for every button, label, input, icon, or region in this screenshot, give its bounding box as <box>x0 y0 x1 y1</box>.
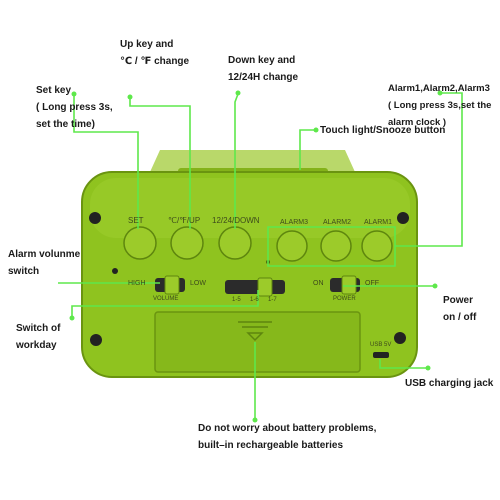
label-touch: Touch light/Snooze button <box>320 125 446 136</box>
alarm3-button[interactable] <box>276 230 308 262</box>
temp-up-button[interactable] <box>170 226 204 260</box>
callout-up <box>129 98 191 229</box>
label-down-key: Down key and 12/24H change <box>228 55 299 83</box>
callout-dots <box>69 90 443 423</box>
device-body-highlight <box>90 178 410 238</box>
alarm2-button[interactable] <box>320 230 352 262</box>
device-label-workday-2: 1-6 <box>250 297 259 303</box>
workday-switch-track <box>225 280 285 294</box>
device-label-temp-up: ℃/℉/UP <box>168 216 201 225</box>
device-label-workday-3: 1-7 <box>268 297 277 303</box>
battery-cover <box>154 311 361 373</box>
screw-bottom-right <box>394 332 406 344</box>
label-alarm: Alarm1,Alarm2,Alarm3 ( Long press 3s,set… <box>388 83 492 128</box>
screw-top-left <box>89 212 101 224</box>
device-label-low: LOW <box>190 280 206 287</box>
buttons <box>123 226 393 262</box>
set-button[interactable] <box>123 226 157 260</box>
device-label-on: ON <box>313 280 324 287</box>
device-label-alarm3: ALARM3 <box>280 219 309 226</box>
callout-down <box>234 93 239 229</box>
label-volume: Alarm volunme switch <box>8 249 81 277</box>
label-battery: Do not worry about battery problems, bui… <box>198 423 377 451</box>
device-label-alarm1: ALARM1 <box>364 219 393 226</box>
power-switch-knob[interactable] <box>341 275 357 295</box>
device-label-usb: USB 5V <box>370 342 392 348</box>
callout-workday <box>71 290 259 318</box>
device-label-high: HIGH <box>128 280 146 287</box>
battery-cover-arrow <box>238 321 272 342</box>
workday-switch-knob[interactable] <box>257 277 273 297</box>
down-button[interactable] <box>218 226 252 260</box>
label-set-key: Set key ( Long press 3s, set the time) <box>36 85 113 130</box>
callout-usb <box>379 359 428 369</box>
label-usb: USB charging jack <box>405 378 494 389</box>
device-label-alarm2: ALARM2 <box>323 219 352 226</box>
callout-alarm <box>267 226 396 267</box>
device-label-set: SET <box>128 216 144 225</box>
volume-switch-knob[interactable] <box>164 275 180 295</box>
top-shell <box>150 150 355 172</box>
callout-alarm-lead <box>395 92 463 247</box>
device-label-off: OFF <box>365 280 379 287</box>
screw-bottom-left <box>90 334 102 346</box>
screw-top-right <box>397 212 409 224</box>
callout-touch <box>299 129 315 170</box>
usb-port <box>373 352 389 358</box>
device-label-power: POWER <box>333 296 356 302</box>
label-up-key: Up key and ℃ / ℉ change <box>120 39 190 67</box>
callout-lines <box>58 92 463 420</box>
label-workday: Switch of workday <box>16 323 61 351</box>
device-label-workday-1: 1-5 <box>232 297 241 303</box>
speaker-hole <box>112 268 118 274</box>
device-label-volume: VOLUME <box>153 296 179 302</box>
device-label-down: 12/24/DOWN <box>212 216 260 225</box>
alarm1-button[interactable] <box>361 230 393 262</box>
label-power: Power on / off <box>443 295 477 323</box>
callout-set <box>73 95 139 229</box>
